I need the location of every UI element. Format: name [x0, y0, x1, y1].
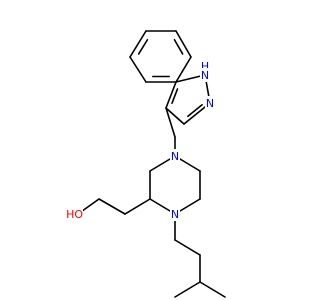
label-background [170, 207, 180, 221]
bond-i3-i4 [199, 281, 226, 298]
bond-pc3-e1 [124, 198, 151, 215]
atom-label-n-piperazine-bottom: N [171, 208, 179, 221]
bond-c4-c5 [165, 81, 177, 109]
bond-ph6-ph1 [129, 56, 147, 83]
bond-ph1-ph2 [129, 30, 147, 58]
double-bond-c4-c5 [171, 88, 179, 104]
atom-label-n-pyrrole-n: N [201, 69, 209, 82]
atom-label-hydroxyl: HO [66, 208, 83, 221]
bond-c4-ch2 [165, 107, 176, 138]
label-background [200, 68, 210, 82]
bond-ph3-ph4 [175, 30, 192, 58]
bond-e1-e2 [98, 198, 126, 215]
bond-i3-i5 [174, 281, 201, 298]
label-background [63, 207, 83, 221]
bond-ph4-ph5 [175, 56, 192, 83]
double-bond-ph1-ph2 [137, 38, 149, 55]
double-bond-ph3-ph4 [173, 38, 184, 55]
bond-i1-i2 [174, 239, 201, 256]
label-background [200, 59, 210, 73]
atom-label-n-pyrrole-nh: H [201, 60, 209, 73]
double-bond-n2-c3 [187, 103, 203, 118]
bond-c3-c4 [165, 107, 185, 125]
atom-label-n-piperazine-top: N [171, 150, 179, 163]
label-background [170, 149, 180, 163]
label-background [205, 96, 215, 110]
atom-label-n-pyrazole-n: N [206, 97, 214, 110]
